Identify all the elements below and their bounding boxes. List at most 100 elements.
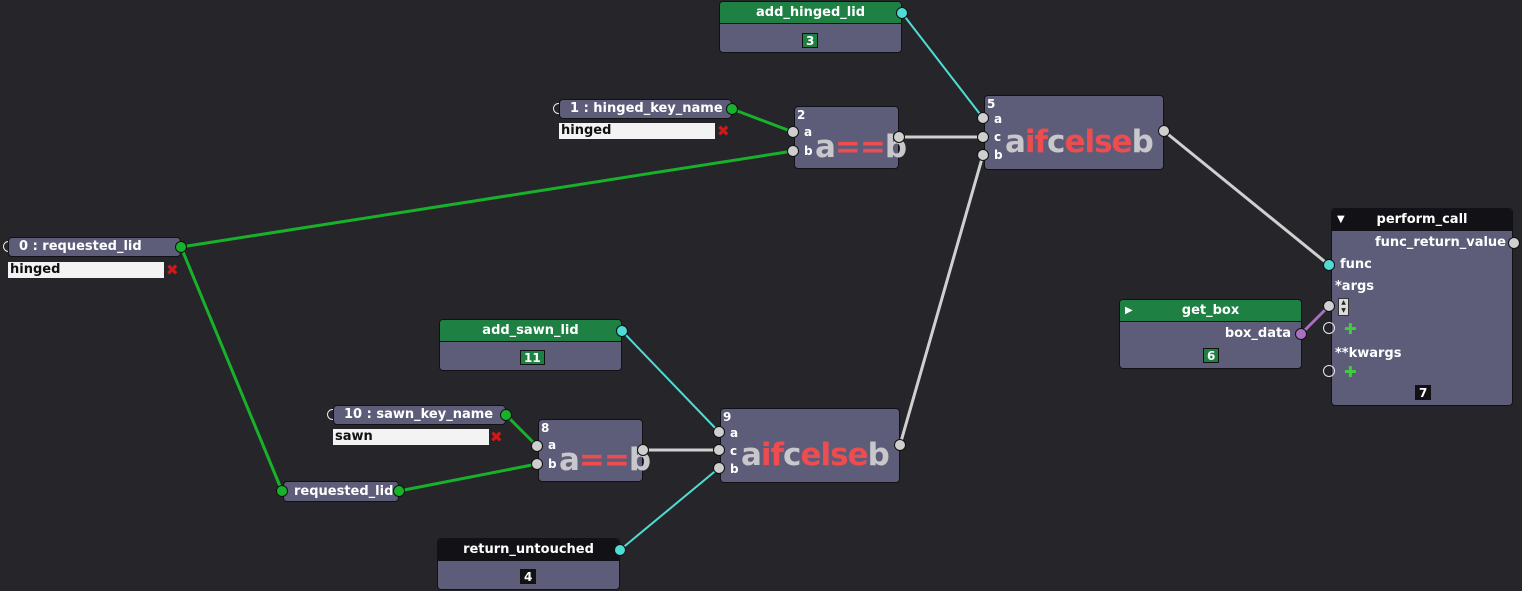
output-socket[interactable] [894, 439, 906, 451]
input-label-b: b [804, 144, 813, 158]
requested-lid-param-node[interactable]: 0 : requested_lid [8, 237, 181, 257]
input-label-a: a [730, 426, 739, 440]
add-kwarg-icon[interactable]: ✚ [1344, 363, 1357, 381]
output-socket[interactable] [175, 241, 187, 253]
return-untouched-node[interactable]: return_untouched 4 [437, 538, 620, 590]
input-label-c: c [994, 130, 1002, 144]
input-socket[interactable] [276, 485, 288, 497]
node-title: requested_lid [294, 484, 394, 499]
value-input[interactable]: hinged [8, 262, 164, 278]
add-arg-socket[interactable] [1323, 322, 1335, 334]
node-header[interactable]: ▶ get_box [1120, 300, 1301, 322]
equality-node-8[interactable]: 8 a b a==b [538, 419, 651, 482]
perform-call-node[interactable]: ▼ perform_call func_return_value func *a… [1331, 208, 1513, 406]
node-title: get_box [1181, 303, 1240, 318]
value-input[interactable]: sawn [333, 429, 489, 445]
wire-requested-to-var [179, 245, 284, 493]
node-title: 1 : hinged_key_name [570, 101, 723, 116]
hinged-key-name-node[interactable]: 1 : hinged_key_name [559, 99, 732, 119]
expand-icon[interactable]: ▶ [1125, 305, 1133, 316]
args-input-socket[interactable] [1323, 300, 1335, 312]
node-title: 10 : sawn_key_name [344, 407, 494, 422]
node-id: 2 [797, 108, 806, 122]
input-label-a: a [804, 125, 813, 139]
node-header[interactable]: ▼ perform_call [1332, 209, 1512, 231]
expression: aifcelseb [741, 437, 890, 473]
input-label-b: b [994, 148, 1003, 162]
input-socket-a[interactable] [713, 426, 725, 438]
node-header[interactable]: add_hinged_lid [720, 2, 901, 24]
input-socket-b[interactable] [787, 145, 799, 157]
wire-sawn-lid-to-if9 [621, 330, 720, 433]
get-box-node[interactable]: ▶ get_box box_data 6 [1119, 299, 1302, 369]
output-socket[interactable] [614, 544, 626, 556]
arg-reorder-stepper[interactable]: ▲▼ [1338, 298, 1349, 316]
remove-icon[interactable]: ✖ [717, 122, 730, 140]
input-label-b: b [730, 462, 739, 476]
input-socket-a[interactable] [977, 112, 989, 124]
output-socket[interactable] [500, 409, 512, 421]
add-hinged-lid-node[interactable]: add_hinged_lid 3 [719, 1, 902, 53]
input-label-c: c [730, 444, 738, 458]
node-header[interactable]: add_sawn_lid [440, 320, 621, 342]
input-label-b: b [548, 457, 557, 471]
expression: aifcelseb [1005, 124, 1154, 160]
output-socket[interactable] [637, 444, 649, 456]
remove-icon[interactable]: ✖ [490, 428, 503, 446]
conditional-node-9[interactable]: 9 a c b aifcelseb [720, 408, 900, 483]
node-id: 5 [987, 97, 996, 111]
wire-if9-to-if5 [898, 153, 985, 447]
input-label-a: a [994, 112, 1003, 126]
value-input[interactable]: hinged [559, 123, 715, 139]
input-socket-b[interactable] [713, 462, 725, 474]
sawn-key-name-node[interactable]: 10 : sawn_key_name [333, 405, 506, 425]
func-label: func [1340, 257, 1372, 272]
wire-if5-to-func [1162, 129, 1331, 267]
node-title: perform_call [1376, 212, 1468, 227]
node-id: 6 [1203, 348, 1220, 363]
node-id: 3 [802, 33, 819, 48]
wire-hinged-lid-to-if5 [901, 12, 984, 119]
wire-requested-to-eq-b [179, 149, 795, 249]
expression: a==b [559, 442, 651, 478]
node-header[interactable]: return_untouched [438, 539, 619, 561]
node-id: 9 [723, 410, 732, 424]
add-sawn-lid-node[interactable]: add_sawn_lid 11 [439, 319, 622, 371]
output-socket[interactable] [616, 325, 628, 337]
output-socket[interactable] [1508, 237, 1520, 249]
output-label: box_data [1224, 326, 1291, 341]
collapse-icon[interactable]: ▼ [1337, 214, 1345, 225]
node-id: 11 [520, 350, 545, 365]
node-title: 0 : requested_lid [19, 239, 142, 254]
func-input-socket[interactable] [1323, 259, 1335, 271]
node-id: 7 [1415, 385, 1432, 400]
requested-lid-variable-node[interactable]: requested_lid [283, 481, 399, 502]
input-socket-c[interactable] [977, 131, 989, 143]
wire-untouched-to-if9 [619, 467, 720, 551]
input-socket-a[interactable] [531, 440, 543, 452]
add-arg-icon[interactable]: ✚ [1344, 320, 1357, 338]
input-label-a: a [548, 438, 557, 452]
node-id: 4 [520, 569, 537, 584]
input-socket-a[interactable] [787, 126, 799, 138]
output-label: func_return_value [1374, 235, 1506, 250]
output-socket[interactable] [393, 485, 405, 497]
remove-icon[interactable]: ✖ [166, 261, 179, 279]
input-socket-b[interactable] [531, 458, 543, 470]
output-socket[interactable] [893, 131, 905, 143]
input-socket-b[interactable] [977, 149, 989, 161]
node-id: 8 [541, 421, 550, 435]
args-label: *args [1335, 279, 1375, 294]
input-socket-c[interactable] [713, 444, 725, 456]
output-socket[interactable] [1295, 328, 1307, 340]
add-kwarg-socket[interactable] [1323, 365, 1335, 377]
equality-node-2[interactable]: 2 a b a==b [794, 106, 907, 169]
wire-var-to-eq8-b [397, 462, 539, 493]
output-socket[interactable] [896, 7, 908, 19]
output-socket[interactable] [1158, 125, 1170, 137]
output-socket[interactable] [726, 103, 738, 115]
conditional-node-5[interactable]: 5 a c b aifcelseb [984, 95, 1164, 170]
wire-hinged-to-eq-a [730, 107, 795, 134]
kwargs-label: **kwargs [1335, 346, 1402, 361]
